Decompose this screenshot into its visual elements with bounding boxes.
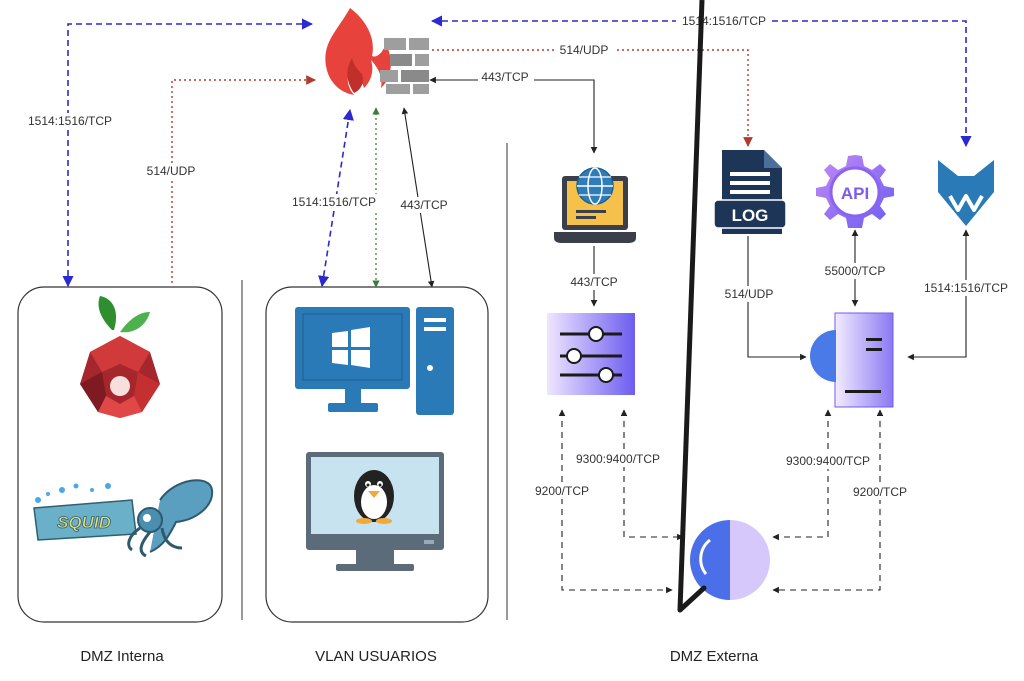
edge-label-mgr-idx-9300: 9300:9400/TCP <box>786 454 870 468</box>
edge-label-fw-vlan-1514: 1514:1516/TCP <box>292 195 376 209</box>
indexer-search-icon[interactable] <box>677 0 770 613</box>
web-laptop-icon[interactable] <box>554 167 636 243</box>
manager-server-icon[interactable] <box>810 312 894 408</box>
edge-fw-web-443 <box>429 76 598 154</box>
squid-icon[interactable]: SQUID <box>33 479 214 558</box>
windows-desktop-icon[interactable] <box>295 307 454 415</box>
zone-label-dmz-externa: DMZ Externa <box>670 648 759 665</box>
edge-fw-dmzint-1514 <box>62 18 314 288</box>
edge-dash-idx-9200 <box>558 409 673 594</box>
edge-mgr-idx-9300 <box>772 409 832 541</box>
edge-label-wazuh-mgr-1514: 1514:1516/TCP <box>924 281 1008 295</box>
edge-fw-wazuh-1514 <box>430 15 972 148</box>
edge-fw-dmzint-514 <box>171 75 316 283</box>
edge-label-fw-web-443: 443/TCP <box>481 70 528 84</box>
edge-label-log-mgr-514: 514/UDP <box>725 287 774 301</box>
edge-fw-log-514 <box>432 49 753 147</box>
log-logo-text: LOG <box>732 206 769 225</box>
api-gear-icon[interactable]: API <box>816 155 894 228</box>
log-file-icon[interactable]: LOG <box>713 150 787 234</box>
api-logo-text: API <box>841 184 869 203</box>
edge-label-api-mgr-55000: 55000/TCP <box>825 264 886 278</box>
edge-label-dash-idx-9200: 9200/TCP <box>535 484 589 498</box>
edge-label-web-dash-443: 443/TCP <box>570 275 617 289</box>
edge-mgr-idx-9200 <box>772 409 884 594</box>
wazuh-wolf-icon[interactable] <box>938 160 994 226</box>
edge-log-mgr-514 <box>747 236 807 361</box>
dashboard-sliders-icon[interactable] <box>547 313 635 395</box>
squid-logo-text: SQUID <box>57 513 111 532</box>
firewall-icon[interactable] <box>325 8 429 95</box>
edge-label-fw-wazuh-1514: 1514:1516/TCP <box>682 14 766 28</box>
edge-label-fw-vlan-443: 443/TCP <box>400 198 447 212</box>
zone-label-vlan-usuarios: VLAN USUARIOS <box>315 648 437 665</box>
edge-label-mgr-idx-9200: 9200/TCP <box>853 485 907 499</box>
zone-label-dmz-interna: DMZ Interna <box>80 648 164 665</box>
linux-desktop-icon[interactable] <box>306 452 444 571</box>
edge-wazuh-mgr-1514 <box>907 229 970 361</box>
edge-dash-idx-9300 <box>620 409 684 541</box>
pihole-icon[interactable] <box>80 296 160 418</box>
edge-label-dash-idx-9300: 9300:9400/TCP <box>576 452 660 466</box>
edge-label-fw-log-514: 514/UDP <box>560 43 609 57</box>
edge-label-fw-dmzint-514: 514/UDP <box>147 164 196 178</box>
edge-label-fw-dmzint-1514: 1514:1516/TCP <box>28 114 112 128</box>
